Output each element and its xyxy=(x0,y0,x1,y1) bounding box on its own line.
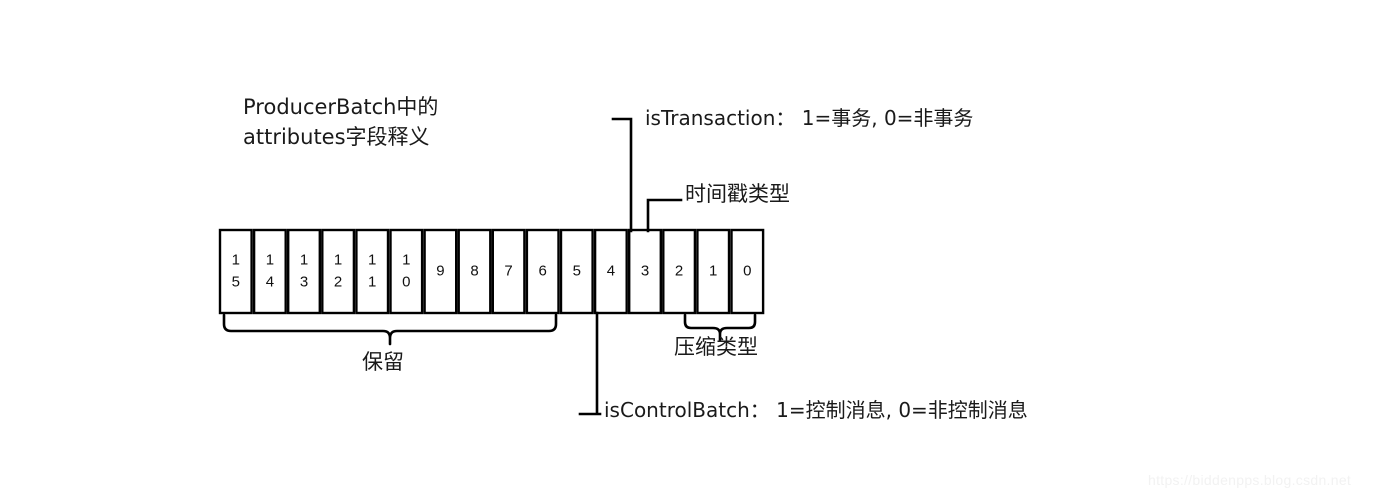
bit-label-10-digit-1: 0 xyxy=(402,273,410,290)
bit-label-15-digit-1: 5 xyxy=(232,273,240,290)
bit-cell-1 xyxy=(696,228,731,315)
bit-cell-9 xyxy=(423,228,458,315)
brace-reserved xyxy=(222,313,558,346)
bit-cell-12 xyxy=(321,228,356,315)
diagram-title-line-2: attributes字段释义 xyxy=(243,125,430,149)
bit-label-11-digit-1: 1 xyxy=(368,273,376,290)
bit-label-14-digit-1: 4 xyxy=(266,273,274,290)
bit-cell-10 xyxy=(389,228,424,315)
connector-is-control-batch xyxy=(578,311,602,416)
bit-cell-13 xyxy=(287,228,322,315)
bit-cell-7 xyxy=(491,228,526,315)
connector-timestamp-type xyxy=(646,198,683,233)
connector-group xyxy=(578,117,683,416)
connector-is-transaction xyxy=(611,117,633,233)
bit-label-7: 7 xyxy=(504,262,512,279)
bit-label-0: 0 xyxy=(743,262,751,279)
bit-label-12-digit-0: 1 xyxy=(334,251,342,268)
bit-cell-14 xyxy=(252,228,287,315)
annotation-reserved: 保留 xyxy=(362,350,404,374)
bit-label-14-digit-0: 1 xyxy=(266,251,274,268)
diagram-title-line-1: ProducerBatch中的 xyxy=(243,95,439,119)
bit-label-12-digit-1: 2 xyxy=(334,273,342,290)
bit-label-15-digit-0: 1 xyxy=(232,251,240,268)
bit-cell-15 xyxy=(218,228,253,315)
bit-label-4: 4 xyxy=(607,262,615,279)
bit-label-10-digit-0: 1 xyxy=(402,251,410,268)
annotation-compression-type: 压缩类型 xyxy=(674,335,758,359)
annotation-is-transaction: isTransaction： 1=事务, 0=非事务 xyxy=(645,106,974,130)
bit-label-11-digit-0: 1 xyxy=(368,251,376,268)
bit-cell-6 xyxy=(525,228,560,315)
bit-cell-2 xyxy=(662,228,697,315)
annotation-timestamp-type: 时间戳类型 xyxy=(685,182,790,206)
bit-cell-0 xyxy=(730,228,765,315)
bit-label-6: 6 xyxy=(539,262,547,279)
brace-group xyxy=(222,313,757,346)
bit-label-3: 3 xyxy=(641,262,649,279)
bit-cell-11 xyxy=(355,228,390,315)
annotation-is-control-batch: isControlBatch： 1=控制消息, 0=非控制消息 xyxy=(604,398,1028,422)
bit-label-1: 1 xyxy=(709,262,717,279)
bit-label-13-digit-0: 1 xyxy=(300,251,308,268)
bit-label-13-digit-1: 3 xyxy=(300,273,308,290)
diagram-title: ProducerBatch中的 attributes字段释义 xyxy=(243,92,438,152)
brace-compression-type xyxy=(683,313,757,342)
bit-cell-4 xyxy=(593,228,628,315)
bit-cell-5 xyxy=(559,228,594,315)
bit-label-5: 5 xyxy=(573,262,581,279)
bit-cell-3 xyxy=(628,228,663,315)
bit-cell-8 xyxy=(457,228,492,315)
bit-label-8: 8 xyxy=(470,262,478,279)
bit-label-9: 9 xyxy=(436,262,444,279)
bit-label-2: 2 xyxy=(675,262,683,279)
watermark: https://biddenpps.blog.csdn.net xyxy=(1148,472,1352,488)
